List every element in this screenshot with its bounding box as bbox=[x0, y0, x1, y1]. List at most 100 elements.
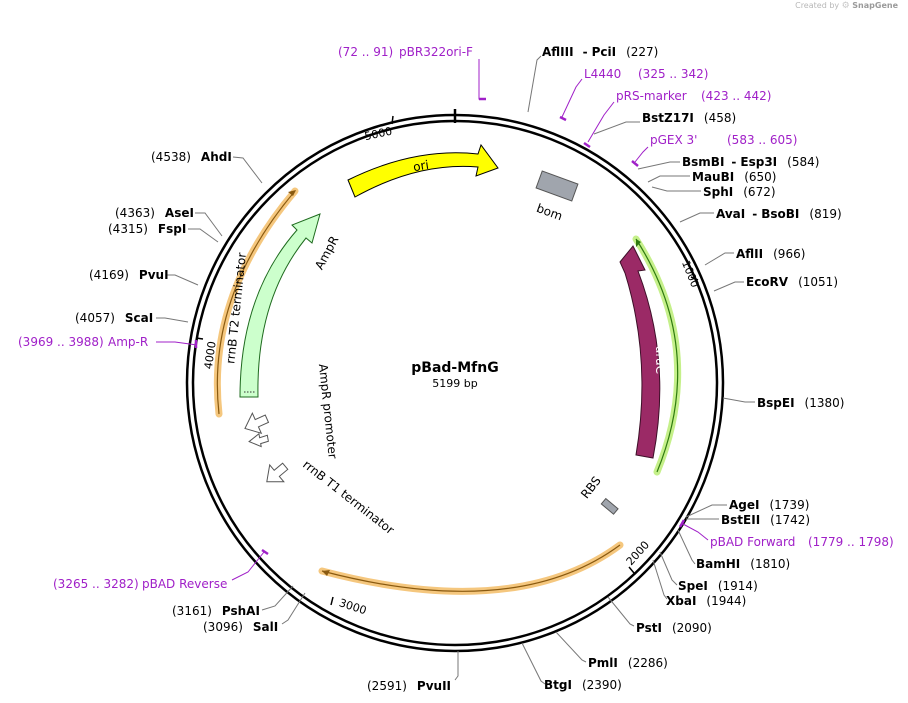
rrnb-t1-arrow-icon bbox=[266, 462, 289, 483]
primer-pbr322ori-f[interactable]: (72 .. 91) pBR322ori-F bbox=[338, 45, 486, 101]
bom-label: bom bbox=[535, 201, 565, 223]
rrnb-t2-arrow-icon bbox=[244, 411, 270, 435]
rbs-label: RBS bbox=[578, 474, 604, 502]
svg-text:PmlI(2286): PmlI(2286) bbox=[588, 656, 668, 670]
enzyme-bspei[interactable]: BspEI(1380) bbox=[722, 396, 844, 410]
primer-name: Amp-R bbox=[108, 335, 148, 349]
tick-label: 4000 bbox=[202, 340, 219, 370]
svg-text:BstZ17I(458): BstZ17I(458) bbox=[642, 111, 736, 125]
primer-l4440[interactable]: L4440 (325 .. 342) bbox=[559, 67, 708, 122]
orange-band-left-line bbox=[216, 190, 296, 415]
primer-range: (583 .. 605) bbox=[727, 133, 797, 147]
credit-prefix: Created by bbox=[795, 1, 840, 10]
plasmid-name: pBad-MfnG bbox=[411, 360, 498, 376]
ampr-promoter-label: AmpR promoter bbox=[316, 363, 340, 459]
tick-label: 2000 bbox=[624, 538, 652, 568]
enzyme-xbai[interactable]: XbaI(1944) bbox=[652, 559, 746, 608]
primer-name: pBR322ori-F bbox=[399, 45, 473, 59]
svg-text:MauBI(650): MauBI(650) bbox=[692, 170, 776, 184]
tick-label: 1000 bbox=[679, 259, 702, 290]
svg-text:BspEI(1380): BspEI(1380) bbox=[757, 396, 844, 410]
plasmid-length: 5199 bp bbox=[432, 377, 477, 390]
primer-range: (325 .. 342) bbox=[638, 67, 708, 81]
primer-name: L4440 bbox=[584, 67, 621, 81]
enzyme-spei[interactable]: SpeI(1914) bbox=[659, 551, 758, 593]
enzyme-ahdi[interactable]: (4538)AhdI bbox=[151, 150, 263, 184]
primer-range: (423 .. 442) bbox=[701, 89, 771, 103]
svg-text:(3096)SalI: (3096)SalI bbox=[203, 620, 278, 634]
primer-name: pBAD Forward bbox=[710, 535, 795, 549]
rbs-box bbox=[600, 497, 619, 515]
enzyme-afliii-pcii[interactable]: AflIII-PciI(227) bbox=[527, 45, 658, 113]
svg-text:BamHI(1810): BamHI(1810) bbox=[696, 557, 790, 571]
enzyme-bstz17i[interactable]: BstZ17I(458) bbox=[593, 111, 736, 135]
enzyme-psti[interactable]: PstI(2090) bbox=[607, 596, 712, 635]
arac-label: araC bbox=[653, 346, 667, 374]
enzyme-btgi[interactable]: BtgI(2390) bbox=[521, 642, 622, 692]
svg-text:(2591)PvuII: (2591)PvuII bbox=[367, 679, 451, 693]
enzyme-pvuii[interactable]: (2591)PvuII bbox=[367, 651, 459, 693]
primer-pbad-forward[interactable]: pBAD Forward (1779 .. 1798) bbox=[678, 519, 894, 549]
primer-range: (72 .. 91) bbox=[338, 45, 393, 59]
enzyme-fspi[interactable]: (4315)FspI bbox=[108, 222, 219, 243]
svg-text:AflII(966): AflII(966) bbox=[736, 247, 805, 261]
primer-name: pRS-marker bbox=[616, 89, 687, 103]
svg-text:AvaI-BsoBI(819): AvaI-BsoBI(819) bbox=[716, 207, 842, 221]
ampr-arrow bbox=[239, 213, 321, 398]
svg-text:(4538)AhdI: (4538)AhdI bbox=[151, 150, 232, 164]
svg-text:PstI(2090): PstI(2090) bbox=[636, 621, 712, 635]
snapgene-logo-icon: ⚙ bbox=[841, 1, 850, 11]
enzyme-agei[interactable]: AgeI(1739) bbox=[685, 498, 809, 518]
tick-1000: 1000 bbox=[679, 259, 702, 290]
tick-label: 3000 bbox=[337, 596, 368, 617]
credit-brand: SnapGene bbox=[852, 1, 898, 10]
orange-arrow-bottom-icon bbox=[322, 570, 330, 576]
green-arrow-icon bbox=[636, 239, 641, 247]
svg-text:XbaI(1944): XbaI(1944) bbox=[666, 594, 746, 608]
enzyme-bsmbi-esp3i[interactable]: BsmBI-Esp3I(584) bbox=[637, 155, 819, 170]
svg-text:EcoRV(1051): EcoRV(1051) bbox=[746, 275, 838, 289]
enzyme-ecorv[interactable]: EcoRV(1051) bbox=[713, 275, 838, 292]
ampr-label: AmpR bbox=[312, 234, 341, 272]
ori-label: ori bbox=[412, 158, 430, 175]
primer-name: pBAD Reverse bbox=[142, 577, 227, 591]
orange-band-bottom bbox=[318, 541, 624, 595]
svg-text:AgeI(1739): AgeI(1739) bbox=[729, 498, 809, 512]
svg-text:BtgI(2390): BtgI(2390) bbox=[544, 678, 622, 692]
enzyme-aflii[interactable]: AflII(966) bbox=[704, 247, 805, 266]
enzyme-pshai[interactable]: (3161)PshAI bbox=[172, 585, 294, 618]
orange-arrow-left-icon bbox=[288, 190, 296, 196]
enzyme-pmli[interactable]: PmlI(2286) bbox=[555, 631, 668, 670]
green-band-line bbox=[635, 238, 679, 473]
svg-text:BstEII(1742): BstEII(1742) bbox=[721, 513, 810, 527]
tick-label: 5000 bbox=[363, 125, 393, 144]
enzyme-sali[interactable]: (3096)SalI bbox=[203, 592, 306, 634]
enzyme-bamhi[interactable]: BamHI(1810) bbox=[677, 529, 790, 571]
tick-3000: 3000 bbox=[330, 596, 368, 617]
primer-prs-marker[interactable]: pRS-marker (423 .. 442) bbox=[583, 89, 771, 149]
svg-text:(4057)ScaI: (4057)ScaI bbox=[75, 311, 153, 325]
enzyme-asei[interactable]: (4363)AseI bbox=[115, 206, 223, 237]
svg-text:SphI(672): SphI(672) bbox=[703, 185, 776, 199]
enzyme-maubi[interactable]: MauBI(650) bbox=[647, 170, 776, 184]
primer-range: (3265 .. 3282) bbox=[53, 577, 139, 591]
tick-5000: 5000 bbox=[363, 115, 394, 144]
primer-name: pGEX 3' bbox=[650, 133, 697, 147]
snapgene-credit: Created by ⚙ SnapGene bbox=[795, 1, 898, 11]
enzyme-sphi[interactable]: SphI(672) bbox=[651, 185, 776, 199]
ori-arrow bbox=[347, 143, 499, 198]
enzyme-pvui[interactable]: (4169)PvuI bbox=[89, 268, 199, 286]
svg-text:AflIII-PciI(227): AflIII-PciI(227) bbox=[542, 45, 658, 59]
svg-text:(4169)PvuI: (4169)PvuI bbox=[89, 268, 169, 282]
svg-text:(4315)FspI: (4315)FspI bbox=[108, 222, 186, 236]
enzyme-avai-bsobi[interactable]: AvaI-BsoBI(819) bbox=[679, 207, 842, 223]
enzyme-bsteii[interactable]: BstEII(1742) bbox=[686, 513, 810, 527]
primer-pgex-3[interactable]: pGEX 3' (583 .. 605) bbox=[631, 133, 797, 167]
primer-amp-r[interactable]: (3969 .. 3988) Amp-R bbox=[18, 335, 198, 349]
enzyme-scai[interactable]: (4057)ScaI bbox=[75, 311, 189, 325]
primer-pbad-reverse[interactable]: (3265 .. 3282) pBAD Reverse bbox=[53, 548, 269, 591]
ampr-promoter-arrow-icon bbox=[248, 432, 269, 448]
primer-range: (1779 .. 1798) bbox=[808, 535, 894, 549]
bom-box bbox=[535, 170, 579, 202]
